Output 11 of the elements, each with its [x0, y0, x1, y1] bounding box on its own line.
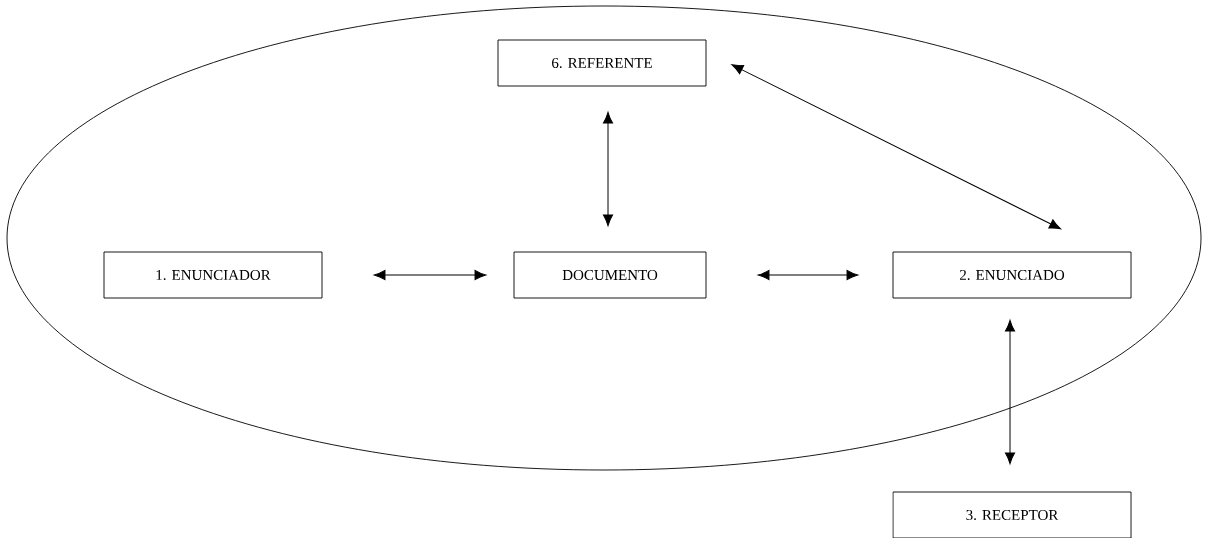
arrow: [373, 269, 487, 281]
text-box: 3. RECEPTOR: [892, 491, 1132, 538]
text-box: 6. REFERENTE: [497, 39, 707, 87]
arrow: [1004, 319, 1016, 465]
arrow: [731, 64, 1061, 230]
text-box: 2. ENUNCIADO: [892, 251, 1132, 299]
text-box: 1. ENUNCIADOR: [103, 251, 323, 299]
arrow: [757, 269, 859, 281]
arrow: [602, 111, 614, 227]
outline-ellipse: [6, 5, 1202, 471]
text-box: DOCUMENTO: [513, 251, 707, 299]
